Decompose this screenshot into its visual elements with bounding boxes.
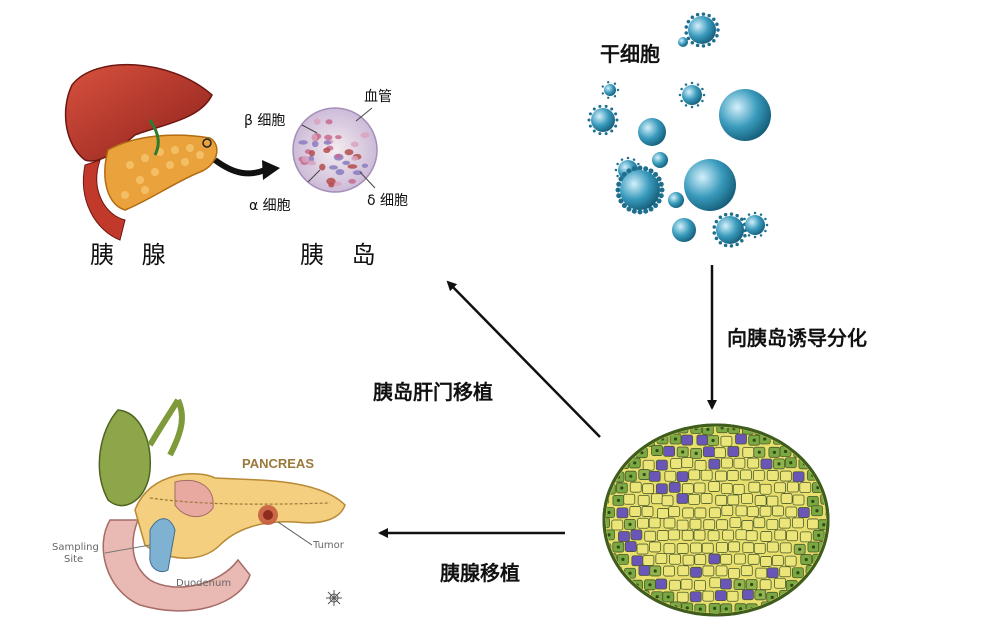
pancreas-shape (104, 134, 218, 211)
islet-illustration (292, 107, 378, 193)
alpha-cell-label: α 细胞 (249, 198, 291, 214)
differentiation-label: 向胰岛诱导分化 (727, 326, 867, 350)
pancreas-organ-illustration (64, 63, 218, 241)
vessel-label: 血管 (364, 89, 392, 105)
gallbladder-shape (98, 409, 151, 507)
duodenum-label: Duodenum (176, 578, 232, 589)
zoom-arrow (213, 157, 267, 177)
duodenum-shape (83, 159, 126, 241)
beta-cell-label: β 细胞 (244, 113, 286, 129)
duodenum-anatomy-shape (102, 519, 251, 612)
tumor-label: Tumor (313, 540, 344, 551)
sampling-label: Sampling (52, 542, 99, 553)
delta-cell-label: δ 细胞 (367, 193, 409, 209)
induced-islet-illustration (602, 423, 830, 617)
pancreas-transplant-label: 胰腺移植 (440, 561, 520, 585)
islet-label: 胰 岛 (300, 241, 386, 269)
site-label: Site (64, 554, 84, 565)
stem-cells-illustration (587, 12, 771, 248)
liver-shape (64, 63, 213, 162)
islet-transplant-label: 胰岛肝门移植 (373, 380, 493, 404)
decorative-flower-icon (326, 590, 342, 606)
arrow-islet-transplant (446, 280, 601, 438)
stem-cell-label: 干细胞 (600, 42, 660, 66)
pancreas-anatomy-illustration (98, 398, 346, 612)
pancreas-label: 胰 腺 (90, 241, 176, 269)
anatomy-title: PANCREAS (242, 456, 314, 471)
zoom-arrow-head (262, 160, 280, 180)
